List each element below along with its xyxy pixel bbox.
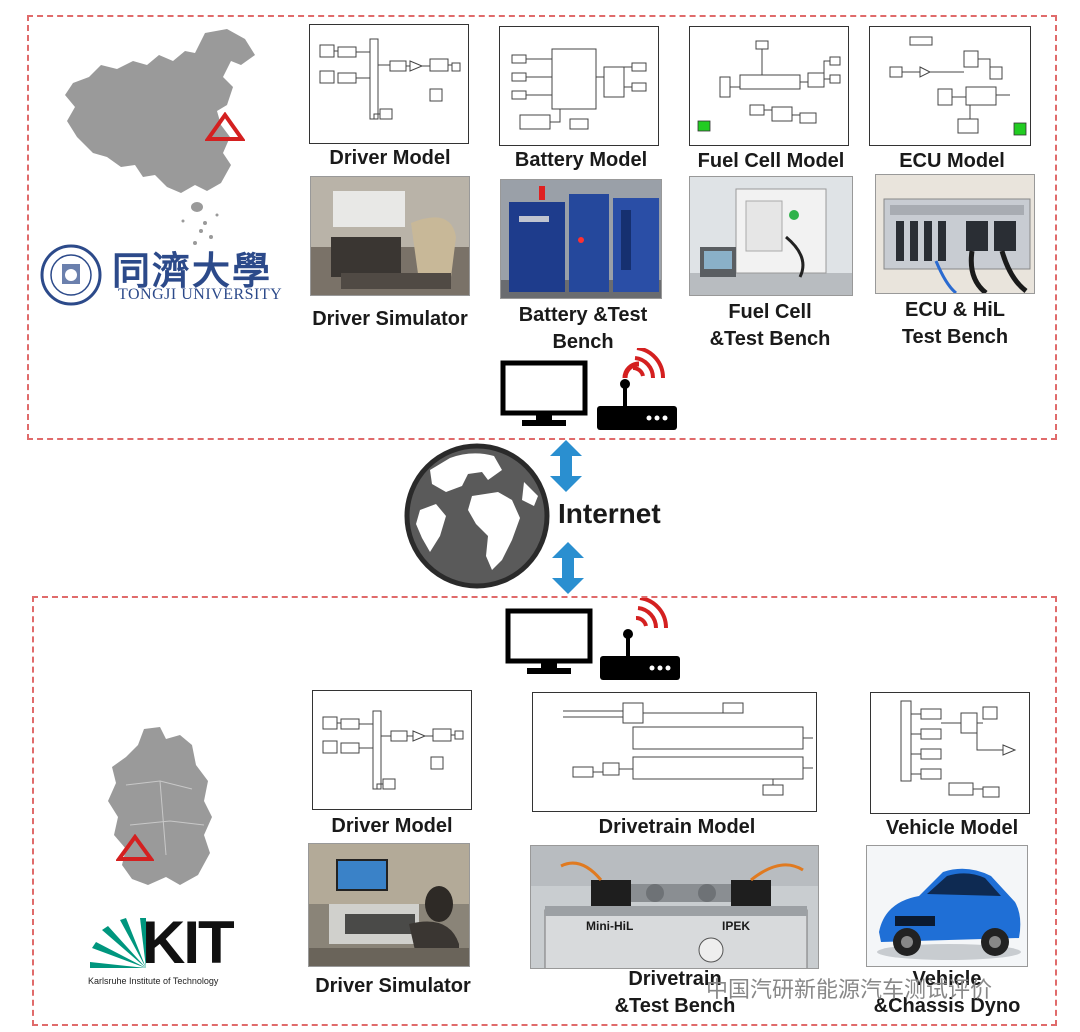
caption-fuel-cell-bench-2: &Test Bench: [709, 328, 831, 350]
wifi-icon: [635, 598, 669, 629]
tongji-logo-english: TONGJI UNIVERSITY: [118, 286, 283, 303]
caption-driver-simulator-bottom: Driver Simulator: [315, 975, 471, 997]
kit-logo-subtitle: Karlsruhe Institute of Technology: [88, 976, 219, 986]
monitor-icon: [505, 608, 593, 674]
caption-drivetrain-model: Drivetrain Model: [598, 816, 756, 838]
caption-vehicle-model: Vehicle Model: [885, 817, 1019, 839]
caption-ecu-model: ECU Model: [899, 150, 1005, 172]
tongji-site-frame: [27, 15, 1057, 440]
battery-test-bench-photo: [500, 179, 662, 299]
battery-model-diagram: [499, 26, 659, 146]
tongji-seal-icon: [40, 244, 102, 306]
router-icon: [600, 598, 680, 680]
location-triangle-icon: [205, 112, 245, 141]
vehicle-model-diagram: [870, 692, 1030, 814]
caption-driver-model-top: Driver Model: [329, 147, 451, 169]
driver-model-diagram-bottom: [312, 690, 472, 810]
germany-map: [108, 727, 212, 885]
vehicle-photo: [866, 845, 1028, 967]
china-map: [65, 29, 255, 245]
monitor-icon: [500, 360, 588, 426]
kit-site-frame: [32, 596, 1057, 1026]
double-arrow-icon: [552, 542, 584, 594]
fuel-cell-model-diagram: [689, 26, 849, 146]
ecu-hil-test-bench-photo: [875, 174, 1035, 294]
caption-ecu-bench-1: ECU & HiL: [905, 299, 1005, 321]
wifi-icon: [622, 348, 666, 379]
ecu-model-diagram: [869, 26, 1031, 146]
caption-drivetrain-bench-1: Drivetrain: [628, 968, 722, 990]
kit-logo-text: KIT: [142, 909, 235, 976]
location-triangle-icon: [116, 834, 154, 861]
caption-fuel-cell-bench-1: Fuel Cell: [728, 301, 812, 323]
caption-drivetrain-bench-2: &Test Bench: [614, 995, 736, 1017]
internet-label: Internet: [558, 498, 661, 529]
caption-fuel-cell-model: Fuel Cell Model: [697, 150, 845, 172]
tongji-logo-chinese: 同濟大學: [112, 248, 273, 293]
mini-hil-label: Mini-HiL: [586, 919, 634, 933]
drivetrain-test-bench-photo: [530, 845, 819, 969]
router-icon: [597, 348, 677, 430]
caption-vehicle-dyno-1: Vehicle: [912, 968, 982, 990]
caption-driver-simulator-top: Driver Simulator: [312, 308, 468, 330]
driver-simulator-photo-bottom: [308, 843, 470, 967]
caption-ecu-bench-2: Test Bench: [901, 326, 1009, 348]
fuel-cell-test-bench-photo: [689, 176, 853, 296]
double-arrow-icon: [550, 440, 582, 492]
driver-simulator-photo-top: [310, 176, 470, 296]
caption-battery-bench-2: Bench: [552, 331, 614, 353]
kit-logo-icon: [90, 918, 146, 968]
ipek-label: IPEK: [722, 919, 751, 933]
driver-model-diagram: [309, 24, 469, 144]
drivetrain-model-diagram: [532, 692, 817, 812]
caption-vehicle-dyno-2: &Chassis Dyno: [873, 995, 1021, 1017]
globe-icon: [404, 443, 550, 589]
watermark: 中国汽研新能源汽车测试评价: [706, 978, 993, 1003]
caption-battery-bench-1: Battery &Test: [518, 304, 648, 326]
caption-battery-model: Battery Model: [514, 149, 648, 171]
caption-driver-model-bottom: Driver Model: [331, 815, 453, 837]
